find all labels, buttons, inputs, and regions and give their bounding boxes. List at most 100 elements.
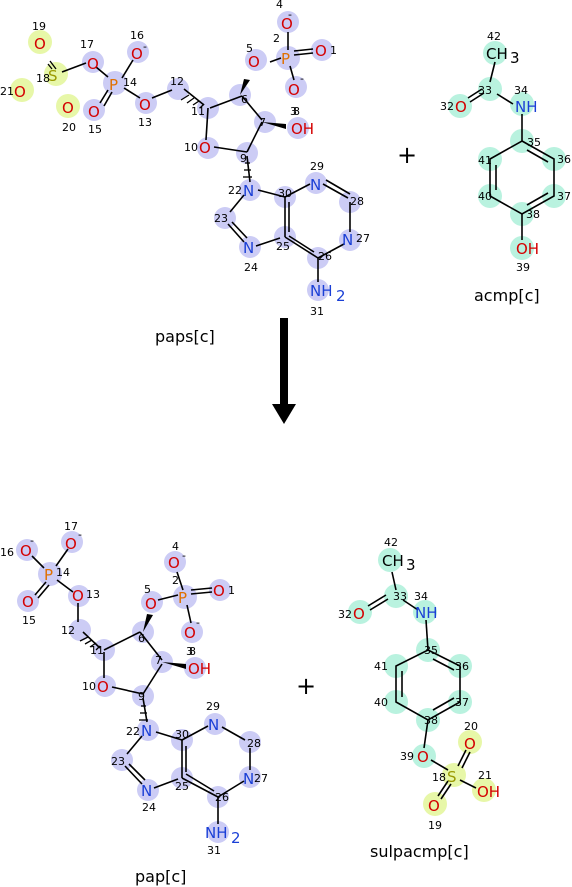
svg-text:O: O [145,595,157,613]
svg-text:26: 26 [318,250,332,263]
svg-text:N: N [243,182,254,200]
svg-text:O: O [455,98,467,116]
svg-text:O: O [248,53,260,71]
svg-text:41: 41 [374,660,388,673]
compound-label-paps: paps[c] [155,327,215,346]
svg-text:N: N [208,716,219,734]
svg-text:N: N [141,782,152,800]
svg-text:10: 10 [82,680,96,693]
svg-text:24: 24 [142,801,156,814]
svg-text:O: O [213,582,225,600]
svg-text:30: 30 [175,728,189,741]
svg-text:NH: NH [515,98,538,116]
svg-text:22: 22 [228,184,242,197]
svg-text:1: 1 [330,44,337,57]
svg-text:35: 35 [424,644,438,657]
svg-text:O: O [88,103,100,121]
svg-text:12: 12 [170,75,184,88]
svg-text:2: 2 [172,574,179,587]
svg-text:N: N [342,231,353,249]
svg-text:38: 38 [526,208,540,221]
svg-text:O: O [464,735,476,753]
svg-text:10: 10 [184,141,198,154]
svg-text:NH: NH [205,824,228,842]
svg-text:-: - [300,72,304,85]
svg-text:11: 11 [90,644,104,657]
svg-text:41: 41 [478,154,492,167]
svg-text:21: 21 [0,85,14,98]
svg-text:39: 39 [516,261,530,274]
svg-text:16: 16 [0,546,14,559]
svg-text:11: 11 [191,105,205,118]
svg-text:32: 32 [338,608,352,621]
svg-text:27: 27 [356,232,370,245]
svg-text:O: O [131,45,143,63]
svg-text:36: 36 [455,660,469,673]
svg-text:O: O [417,748,429,766]
svg-text:14: 14 [123,76,137,89]
svg-text:3: 3 [406,556,416,574]
svg-text:-: - [182,549,186,562]
svg-text:34: 34 [414,590,428,603]
svg-text:NH: NH [415,604,438,622]
svg-text:O: O [288,81,300,99]
svg-text:3: 3 [186,645,193,658]
svg-text:CH: CH [486,45,508,63]
svg-text:28: 28 [247,737,261,750]
svg-text:N: N [310,176,321,194]
svg-text:21: 21 [478,769,492,782]
svg-text:23: 23 [111,755,125,768]
svg-text:O: O [139,96,151,114]
svg-text:2: 2 [336,287,346,305]
svg-text:4: 4 [276,0,283,11]
svg-text:N: N [141,722,152,740]
svg-text:42: 42 [384,536,398,549]
svg-text:-: - [288,8,292,21]
svg-text:O: O [353,605,365,623]
svg-text:-: - [30,534,34,547]
bond-layer [31,32,555,824]
svg-text:20: 20 [62,121,76,134]
svg-text:23: 23 [214,212,228,225]
svg-text:-: - [78,528,82,541]
svg-text:N: N [243,770,254,788]
svg-text:7: 7 [259,116,266,129]
svg-text:O: O [315,42,327,60]
svg-text:O: O [87,55,99,73]
svg-text:O: O [72,587,84,605]
svg-text:42: 42 [487,30,501,43]
svg-text:9: 9 [138,690,145,703]
svg-text:P: P [44,566,53,584]
svg-text:29: 29 [206,700,220,713]
svg-text:O: O [281,15,293,33]
reaction-arrow [272,318,296,424]
svg-text:6: 6 [241,93,248,106]
svg-text:O: O [20,542,32,560]
svg-text:8: 8 [189,645,196,658]
stereo-bonds [47,60,286,721]
svg-text:P: P [281,50,290,68]
svg-text:32: 32 [440,100,454,113]
svg-text:17: 17 [64,520,78,533]
svg-text:38: 38 [424,714,438,727]
svg-text:24: 24 [244,261,258,274]
compound-label-pap: pap[c] [135,867,187,886]
svg-text:4: 4 [172,540,179,553]
svg-text:O: O [14,83,26,101]
svg-text:OH: OH [291,120,314,138]
svg-text:9: 9 [240,152,247,165]
svg-text:35: 35 [527,136,541,149]
svg-text:O: O [62,99,74,117]
plus-sign-reactants: + [397,141,418,169]
svg-text:29: 29 [310,160,324,173]
svg-text:31: 31 [207,844,221,857]
svg-text:34: 34 [514,84,528,97]
svg-text:15: 15 [88,123,102,136]
svg-text:40: 40 [478,190,492,203]
svg-text:O: O [97,678,109,696]
